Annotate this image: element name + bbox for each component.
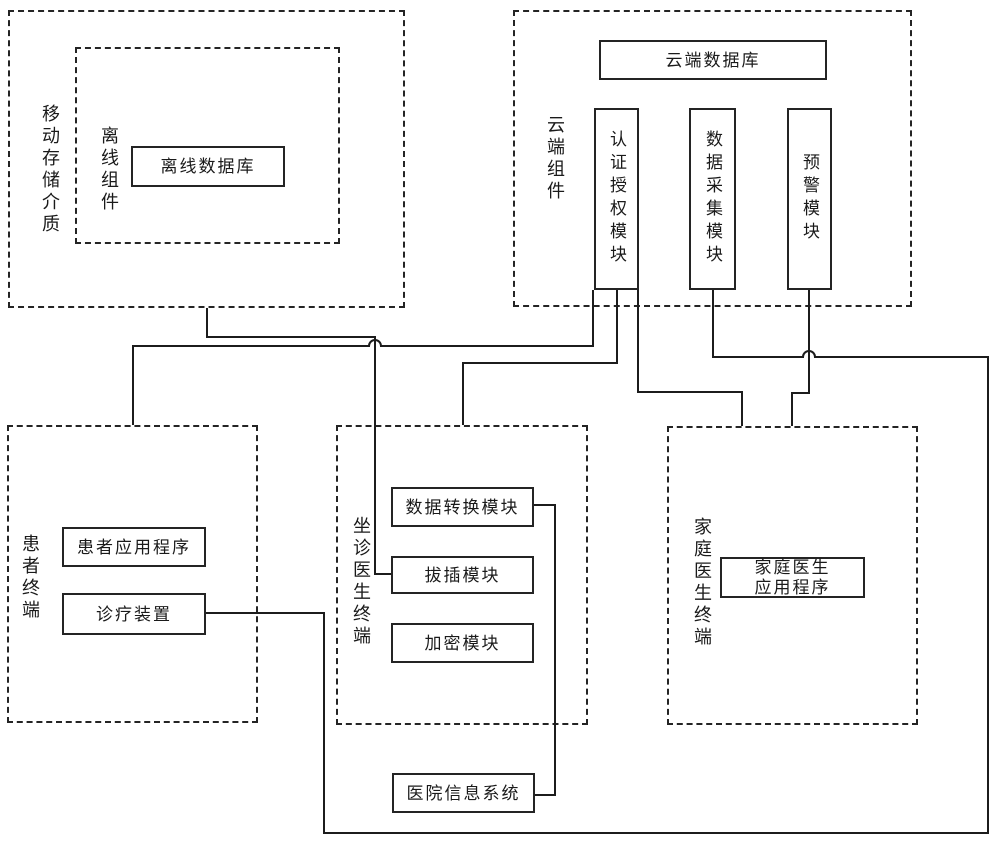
node-data-collection-module-label: 数据采集模块 — [703, 130, 722, 268]
group-offline-component — [75, 47, 340, 244]
group-family-doctor-terminal-label: 家庭医生终端 — [692, 517, 712, 649]
group-cloud-component-label: 云端组件 — [545, 115, 565, 203]
group-patient-terminal — [7, 425, 258, 723]
connector-convert-module-to-his — [534, 504, 556, 796]
node-auth-authorization-module-label: 认证授权模块 — [607, 130, 626, 268]
node-patient-application: 患者应用程序 — [62, 527, 206, 567]
node-hospital-information-system: 医院信息系统 — [392, 773, 535, 813]
connector-auth-module-to-family-terminal — [637, 290, 743, 426]
node-data-conversion-module: 数据转换模块 — [391, 487, 534, 527]
node-cloud-database: 云端数据库 — [599, 40, 827, 80]
node-data-collection-module: 数据采集模块 — [689, 108, 736, 290]
group-mobile-storage-medium — [8, 10, 405, 308]
group-attending-doctor-terminal-label: 坐诊医生终端 — [351, 516, 371, 648]
node-family-doctor-application-line1: 家庭医生 — [754, 557, 831, 577]
connector-collect-module-to-treatment-device — [206, 290, 989, 834]
node-family-doctor-application-line2: 应用程序 — [754, 577, 831, 597]
node-auth-authorization-module: 认证授权模块 — [594, 108, 639, 290]
node-treatment-device: 诊疗装置 — [62, 593, 206, 635]
group-offline-component-label: 离线组件 — [99, 126, 119, 214]
group-mobile-storage-medium-label: 移动存储介质 — [40, 104, 60, 236]
node-alert-module: 预警模块 — [787, 108, 832, 290]
group-attending-doctor-terminal — [336, 425, 588, 725]
connector-auth-module-to-doctor-terminal — [462, 290, 618, 425]
group-family-doctor-terminal — [667, 426, 918, 725]
node-plug-module: 拔插模块 — [391, 556, 534, 594]
connector-patient-to-auth-module — [132, 290, 594, 425]
node-encryption-module: 加密模块 — [391, 623, 534, 663]
node-family-doctor-application: 家庭医生 应用程序 — [720, 557, 865, 598]
node-alert-module-label: 预警模块 — [800, 153, 819, 245]
group-patient-terminal-label: 患者终端 — [20, 534, 40, 622]
connector-mobilestorage-to-plug-module — [206, 308, 391, 575]
connector-alert-module-to-family-terminal — [791, 290, 810, 426]
node-offline-database: 离线数据库 — [131, 146, 285, 187]
